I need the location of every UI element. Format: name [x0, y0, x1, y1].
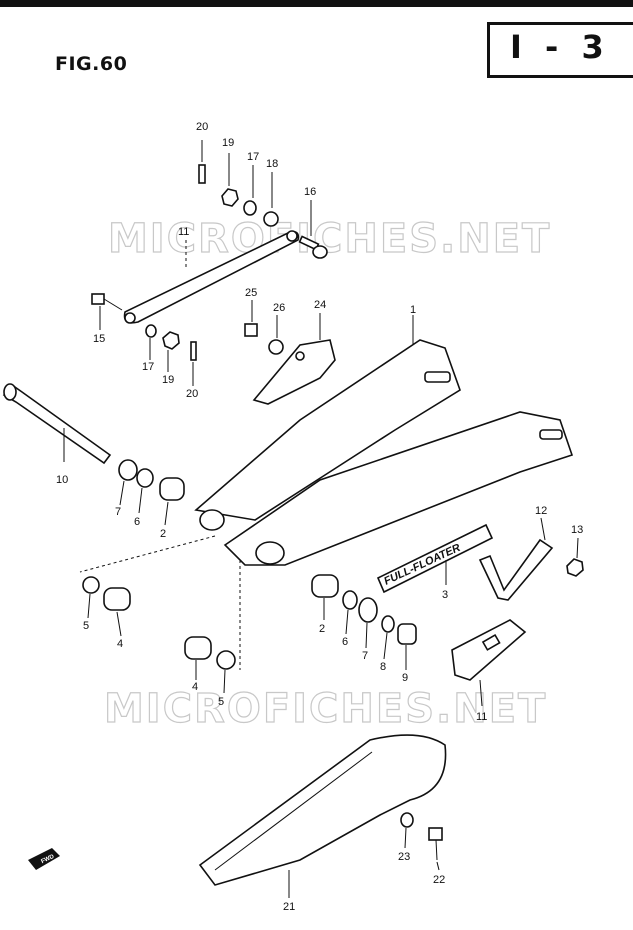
part-6-washer-left	[136, 468, 154, 488]
callout-8: 8	[380, 661, 386, 673]
part-3-decal: FULL-FLOATER	[376, 523, 494, 594]
callout-6-right: 6	[342, 636, 348, 648]
part-20-bolt-upper	[198, 140, 206, 184]
watermark-top: MICROFICHES.NET	[108, 216, 551, 262]
part-2-bushing-right	[311, 574, 339, 598]
callout-2-left: 2	[160, 528, 166, 540]
fwd-arrow: FWD	[28, 848, 60, 870]
part-1-swingarm	[79, 315, 574, 670]
part-6-washer-right	[342, 590, 358, 610]
callout-24: 24	[314, 299, 326, 311]
callout-13: 13	[571, 524, 583, 536]
part-20-pin-lower	[190, 341, 197, 361]
part-26-washer	[268, 339, 284, 355]
callout-16: 16	[304, 186, 316, 198]
part-9-nut-right	[397, 623, 417, 645]
callout-17-upper: 17	[247, 151, 259, 163]
part-17-washer-lower	[145, 324, 157, 338]
callout-21: 21	[283, 901, 295, 913]
callout-22: 22	[433, 874, 445, 886]
callout-12: 12	[535, 505, 547, 517]
callout-6-left: 6	[134, 516, 140, 528]
figure-title: FIG.60	[55, 53, 128, 75]
callout-3: 3	[442, 589, 448, 601]
part-15-bolt	[91, 293, 123, 311]
fwd-label: FWD	[40, 854, 56, 865]
part-10-pivot-axle	[2, 383, 112, 465]
part-8-washer-right	[381, 615, 395, 633]
part-14-torque-rod	[123, 230, 300, 324]
part-7-seal-left	[118, 459, 138, 481]
part-17-washer-upper	[243, 165, 257, 216]
callout-23: 23	[398, 851, 410, 863]
callout-11-bottom: 11	[476, 711, 487, 723]
section-label: I - 3	[510, 28, 610, 66]
callout-7-left: 7	[115, 506, 121, 518]
callout-10: 10	[56, 474, 68, 486]
part-12-chain-guide-bracket	[478, 538, 554, 601]
callout-2-right: 2	[319, 623, 325, 635]
callout-18: 18	[266, 158, 278, 170]
callout-1: 1	[410, 304, 416, 316]
part-4-bearing-center	[184, 636, 212, 660]
part-16-bolt	[298, 200, 328, 259]
part-19-nut-upper	[221, 153, 239, 207]
part-7-seal-right	[358, 597, 378, 623]
callout-7-right: 7	[362, 650, 368, 662]
callout-4-center: 4	[192, 681, 198, 693]
part-23-washer	[400, 812, 414, 828]
callout-11-top: 11	[178, 226, 189, 238]
callout-5-left: 5	[83, 620, 89, 632]
callout-19-lower: 19	[162, 374, 174, 386]
watermark-bottom: MICROFICHES.NET	[104, 686, 547, 732]
callout-20-upper: 20	[196, 121, 208, 133]
callout-26: 26	[273, 302, 285, 314]
callout-20-lower: 20	[186, 388, 198, 400]
decal-text: FULL-FLOATER	[382, 542, 462, 588]
part-13-bolt	[566, 558, 584, 577]
callout-4-left: 4	[117, 638, 123, 650]
callout-17-lower: 17	[142, 361, 154, 373]
section-box	[487, 22, 633, 78]
callout-25: 25	[245, 287, 257, 299]
part-4-bearing-left	[103, 587, 131, 611]
callout-19-upper: 19	[222, 137, 234, 149]
part-25-bolt	[244, 300, 258, 337]
callout-15: 15	[93, 333, 105, 345]
callout-9: 9	[402, 672, 408, 684]
part-21-chain-case	[198, 734, 447, 886]
part-5-spacer-left	[82, 576, 100, 594]
part-22-bolt	[428, 827, 443, 861]
part-18-washer	[263, 172, 279, 227]
callout-5-center: 5	[218, 696, 224, 708]
part-5-spacer-center	[216, 650, 236, 670]
part-24-bracket	[252, 313, 336, 405]
part-11-chain-buffer	[451, 619, 527, 681]
part-19-nut-lower	[162, 331, 180, 350]
leader-lines	[87, 306, 579, 898]
part-2-bushing-left	[159, 477, 185, 501]
top-border	[0, 0, 633, 7]
